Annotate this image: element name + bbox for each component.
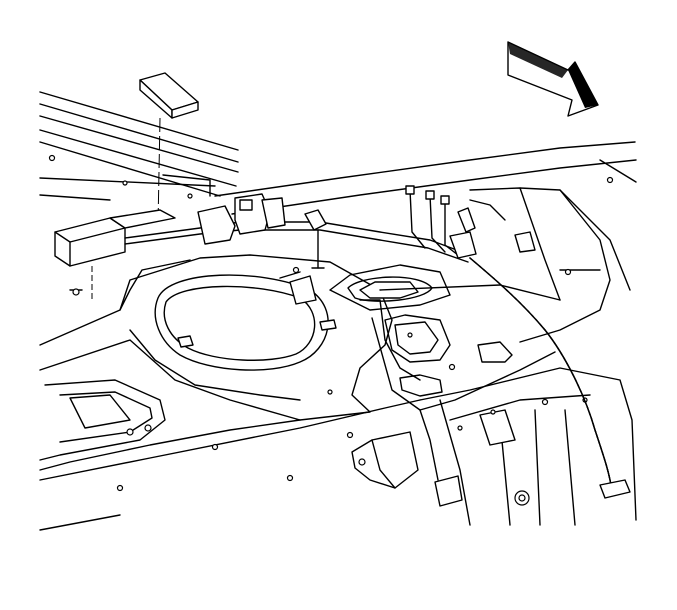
body-seam-top xyxy=(214,141,636,197)
wire-harness-main xyxy=(124,193,471,269)
rear-shelf-panel xyxy=(39,91,239,201)
connector-bracket xyxy=(289,275,317,305)
harness-connector-left xyxy=(54,209,176,300)
corrugated-conduit xyxy=(469,257,631,499)
right-rear-structure xyxy=(419,176,637,526)
bracket-edge xyxy=(279,271,301,279)
direction-arrow-icon xyxy=(507,41,599,117)
left-side-rail xyxy=(39,379,166,461)
latch-bracket xyxy=(351,431,463,507)
quarter-edge xyxy=(599,159,637,183)
callout-tag-icon xyxy=(139,72,199,226)
rear-panel-openings xyxy=(329,264,561,411)
body-seam-second xyxy=(231,159,637,215)
wire-pigtails xyxy=(405,185,506,259)
